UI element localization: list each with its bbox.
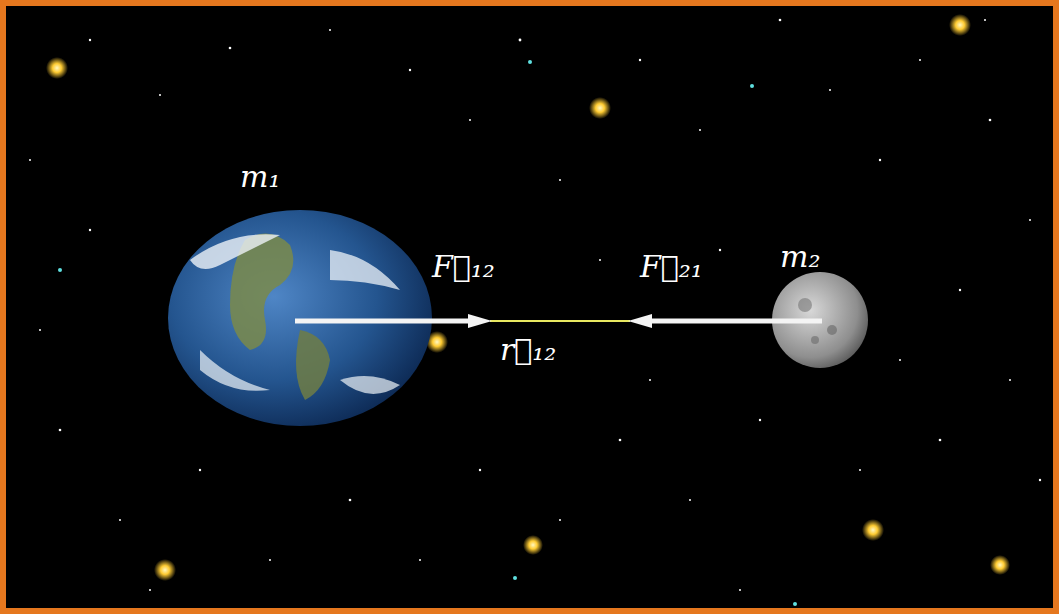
mass-label: m₁ [240, 160, 280, 193]
stars [29, 19, 1041, 591]
cyan-stars [58, 60, 797, 606]
bright-stars [46, 14, 1010, 581]
force-label: F⃗₂₁ [640, 250, 703, 283]
earth [168, 210, 432, 426]
force-label: F⃗₁₂ [432, 250, 495, 283]
mass-label: m₂ [780, 240, 820, 273]
distance-label: r⃗₁₂ [500, 333, 556, 366]
force-vectors [295, 314, 822, 328]
